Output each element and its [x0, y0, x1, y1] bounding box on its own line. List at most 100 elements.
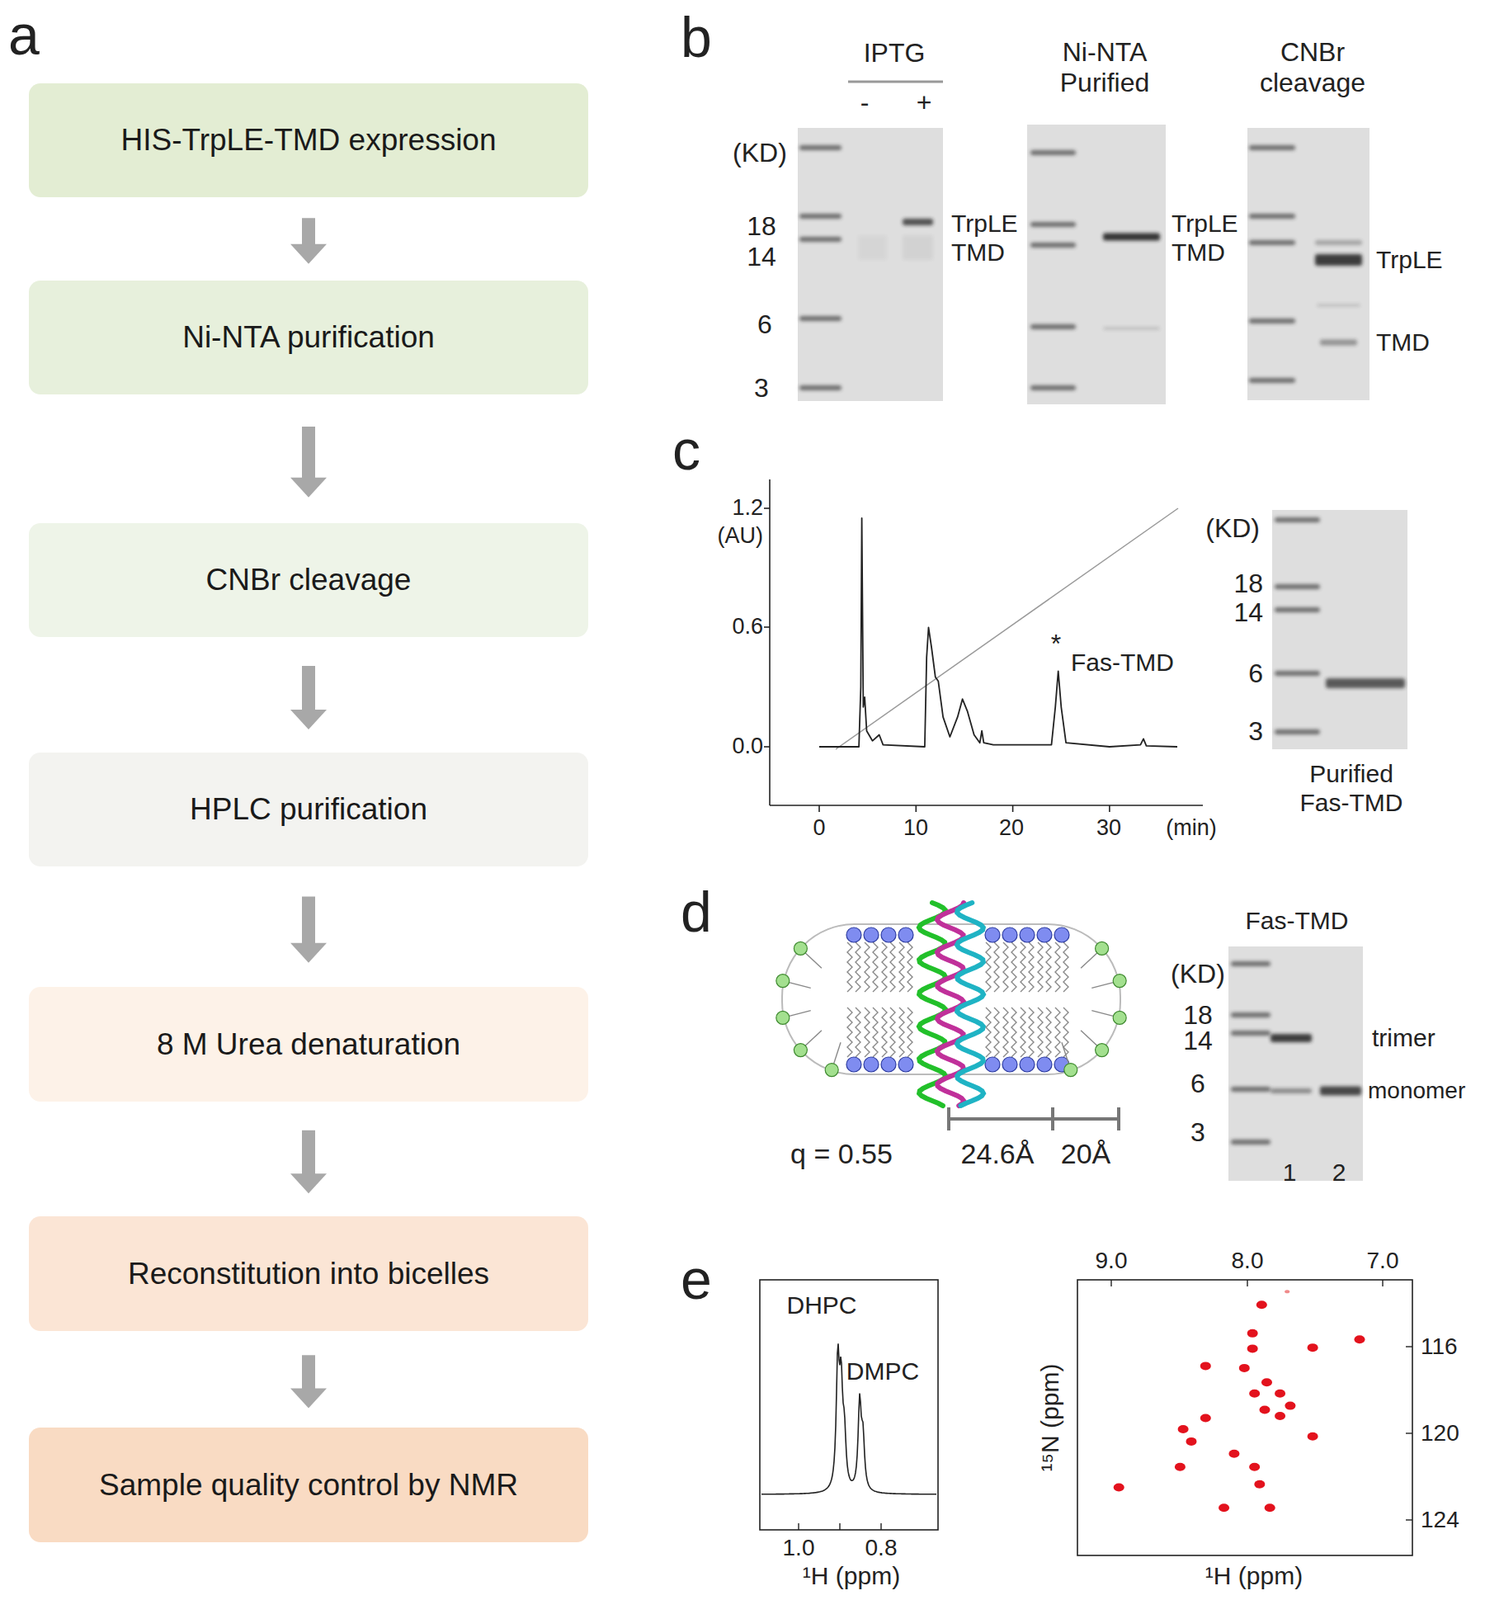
- hsqc-peak: [1228, 1449, 1240, 1458]
- ladder-band: [799, 385, 842, 391]
- text-label: 6: [1190, 1068, 1206, 1099]
- dimension-tick: [1051, 1107, 1055, 1131]
- dhpc-head: [1095, 1043, 1109, 1057]
- tm-helix: [919, 902, 946, 1106]
- lipid-tail: [881, 1007, 887, 1057]
- text-label: 0.6: [731, 613, 764, 640]
- lipid-tail: [1020, 1007, 1026, 1057]
- lipid-head: [1054, 927, 1070, 943]
- gel-image: [1247, 127, 1370, 401]
- text-label: 124: [1420, 1506, 1460, 1533]
- flow-arrow: [290, 1354, 327, 1408]
- lipid-head: [863, 1056, 879, 1072]
- process-box: Reconstitution into bicelles: [28, 1216, 589, 1331]
- y-axis: [768, 479, 771, 806]
- lipid-tail: [1020, 942, 1026, 992]
- box-label: Reconstitution into bicelles: [127, 1256, 490, 1292]
- text-label: 116: [1420, 1333, 1458, 1360]
- hsqc-peak: [1254, 1480, 1265, 1489]
- axis-tick: [818, 805, 821, 812]
- panel-letter: a: [8, 2, 40, 67]
- hsqc-peak: [1247, 1329, 1259, 1338]
- text-label: 6: [757, 309, 773, 340]
- panel-letter: c: [672, 417, 701, 482]
- arrow-head: [290, 942, 327, 963]
- lipid-tail: [985, 942, 991, 992]
- tm-helix: [957, 902, 984, 1106]
- ladder-band: [1030, 150, 1076, 156]
- hsqc-peak: [1284, 1289, 1290, 1293]
- lipid-tail: [855, 942, 861, 992]
- hsqc-spectrum: [1077, 1279, 1413, 1556]
- dimension-bar: [948, 1117, 1119, 1121]
- hsqc-peak: [1218, 1503, 1230, 1512]
- hsqc-peak: [1185, 1437, 1197, 1446]
- ladder-band: [1249, 240, 1296, 246]
- text-label: (min): [1165, 815, 1217, 841]
- lipid-head: [1037, 1056, 1052, 1072]
- lipid-head: [1019, 927, 1035, 943]
- axis-tick: [1405, 1345, 1413, 1347]
- lipid-head: [898, 927, 914, 943]
- text-label: monomer: [1367, 1077, 1466, 1104]
- axis-tick: [1110, 1279, 1112, 1287]
- arrow-shaft: [301, 1130, 316, 1175]
- text-label: 0.0: [731, 733, 764, 759]
- panel-letter: d: [680, 879, 712, 944]
- hsqc-peak: [1239, 1363, 1250, 1372]
- lipid-head: [1002, 1056, 1018, 1072]
- ladder-band: [1274, 607, 1320, 613]
- flow-arrow: [290, 426, 327, 498]
- text-label: 30: [1096, 815, 1122, 841]
- hsqc-peak: [1261, 1377, 1273, 1386]
- box-label: CNBr cleavage: [206, 562, 412, 598]
- text-label: ¹H (ppm): [802, 1561, 901, 1591]
- protein-band: [1315, 240, 1363, 246]
- text-label: Ni-NTA Purified: [1034, 37, 1175, 99]
- lipid-head: [863, 927, 879, 943]
- arrow-shaft: [301, 665, 316, 712]
- text-label: 3: [1248, 716, 1264, 747]
- spectrum-frame: [759, 1279, 939, 1530]
- lipid-head: [881, 1056, 896, 1072]
- axis-tick: [1405, 1518, 1413, 1520]
- lipid-tail: [872, 1007, 878, 1057]
- protein-band: [1103, 233, 1160, 241]
- hsqc-peak: [1249, 1462, 1260, 1471]
- ladder-band: [1249, 213, 1296, 219]
- axis-tick: [1405, 1432, 1413, 1434]
- ladder-band: [1230, 1139, 1271, 1145]
- dhpc-head: [793, 941, 807, 955]
- text-label: 18: [1233, 568, 1264, 599]
- lipid-tail: [1063, 942, 1069, 992]
- hsqc-peak: [1256, 1300, 1268, 1309]
- lipid-tail: [1037, 1007, 1043, 1057]
- protein-band: [1270, 1033, 1312, 1042]
- lipid-tail: [890, 942, 896, 992]
- ladder-band: [1230, 961, 1271, 967]
- ladder-band: [1230, 1012, 1271, 1018]
- dimension-tick: [947, 1107, 951, 1131]
- protein-band: [1320, 339, 1358, 346]
- lipid-head: [985, 1056, 1000, 1072]
- text-label: 14: [1233, 597, 1264, 628]
- gel-image: [797, 127, 943, 401]
- lipid-tail: [890, 1007, 896, 1057]
- dhpc-head: [1095, 941, 1109, 955]
- lipid-head: [846, 927, 862, 943]
- gel-image: [1027, 124, 1166, 405]
- hsqc-peak: [1174, 1462, 1186, 1471]
- lipid-tail: [1055, 1007, 1061, 1057]
- nmr-1d-spectrum: [759, 1279, 939, 1530]
- text-label: 0.8: [865, 1534, 898, 1561]
- lipid-tail: [994, 1007, 1000, 1057]
- lipid-tail: [1055, 942, 1061, 992]
- text-label: Purified Fas-TMD: [1285, 759, 1418, 817]
- dhpc-head: [776, 1010, 790, 1024]
- lipid-tail: [985, 1007, 991, 1057]
- ladder-band: [1230, 1030, 1271, 1036]
- arrow-head: [290, 244, 327, 264]
- protein-band: [1315, 254, 1363, 266]
- text-label: 20: [999, 815, 1024, 841]
- arrow-head: [290, 1173, 327, 1193]
